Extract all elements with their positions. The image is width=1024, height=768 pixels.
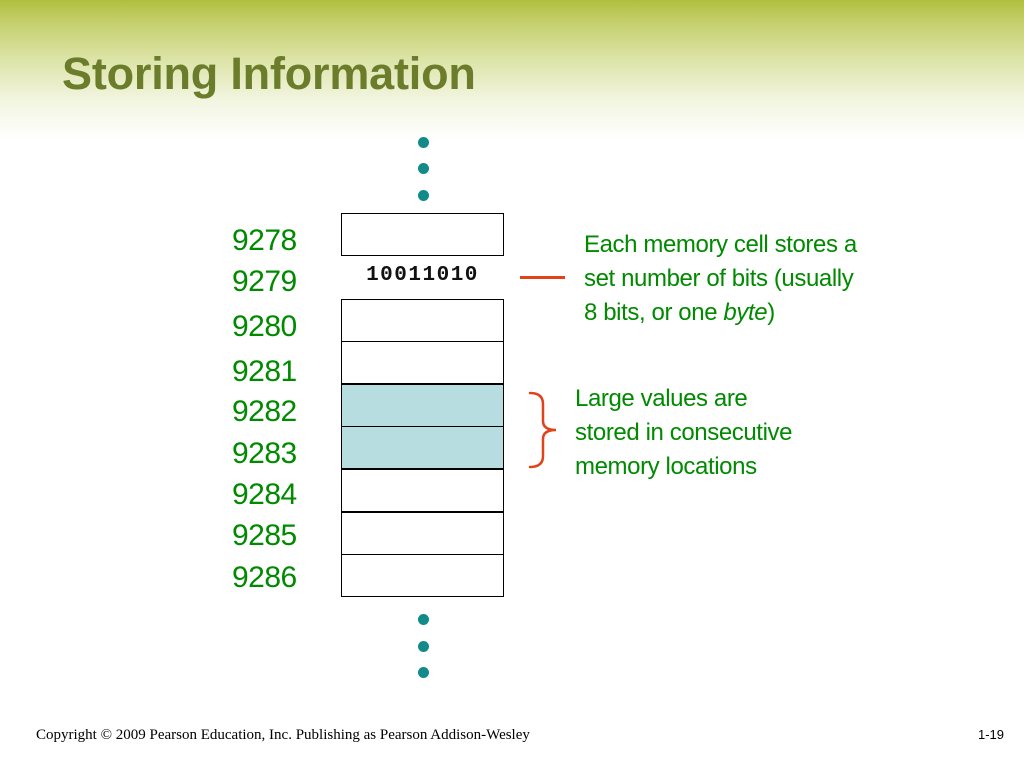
- byte-emphasis: byte: [723, 299, 768, 326]
- address-label-9278: 9278: [232, 224, 297, 257]
- cell-size-note-line-3-prefix: 8 bits, or one: [584, 299, 724, 326]
- stored-bits-value: 10011010: [366, 264, 479, 287]
- memory-cell-9279: 10011010: [341, 256, 504, 299]
- memory-cell-9280: [341, 299, 504, 342]
- ellipsis-dot-top-3: [418, 190, 429, 201]
- cell-size-note: Each memory cell stores a set number of …: [584, 228, 857, 330]
- large-values-note-line-3: memory locations: [575, 453, 757, 480]
- copyright-footer: Copyright © 2009 Pearson Education, Inc.…: [36, 727, 530, 743]
- memory-cell-9285: [341, 512, 504, 555]
- cell-size-note-line-3-suffix: ): [767, 299, 775, 326]
- slide-title: Storing Information: [62, 48, 476, 99]
- curly-brace-icon: [528, 391, 557, 469]
- address-label-9282: 9282: [232, 395, 297, 428]
- large-values-note-line-1: Large values are: [575, 385, 748, 412]
- memory-cell-9278: [341, 213, 504, 256]
- address-label-9280: 9280: [232, 310, 297, 343]
- memory-cell-9284: [341, 469, 504, 512]
- ellipsis-dot-bottom-1: [418, 614, 429, 625]
- address-label-9286: 9286: [232, 561, 297, 594]
- ellipsis-dot-bottom-2: [418, 641, 429, 652]
- address-label-9285: 9285: [232, 519, 297, 552]
- header-gradient-band: [0, 0, 1024, 140]
- memory-cell-9281: [341, 341, 504, 384]
- large-values-note-line-2: stored in consecutive: [575, 419, 793, 446]
- address-label-9281: 9281: [232, 355, 297, 388]
- ellipsis-dot-top-2: [418, 163, 429, 174]
- cell-size-note-line-3: 8 bits, or one byte): [584, 296, 857, 330]
- cell-size-note-line-2: set number of bits (usually: [584, 265, 854, 292]
- address-label-9283: 9283: [232, 437, 297, 470]
- address-label-9279: 9279: [232, 265, 297, 298]
- ellipsis-dot-bottom-3: [418, 667, 429, 678]
- slide-page-number: 1-19: [978, 727, 1005, 742]
- address-label-9284: 9284: [232, 478, 297, 511]
- memory-cell-9283: [341, 426, 504, 469]
- ellipsis-dot-top-1: [418, 137, 429, 148]
- cell-size-note-line-1: Each memory cell stores a: [584, 231, 857, 258]
- cell-note-connector-line: [520, 276, 565, 279]
- large-values-note: Large values are stored in consecutive m…: [575, 382, 792, 484]
- memory-cell-9282: [341, 384, 504, 427]
- memory-cell-9286: [341, 554, 504, 597]
